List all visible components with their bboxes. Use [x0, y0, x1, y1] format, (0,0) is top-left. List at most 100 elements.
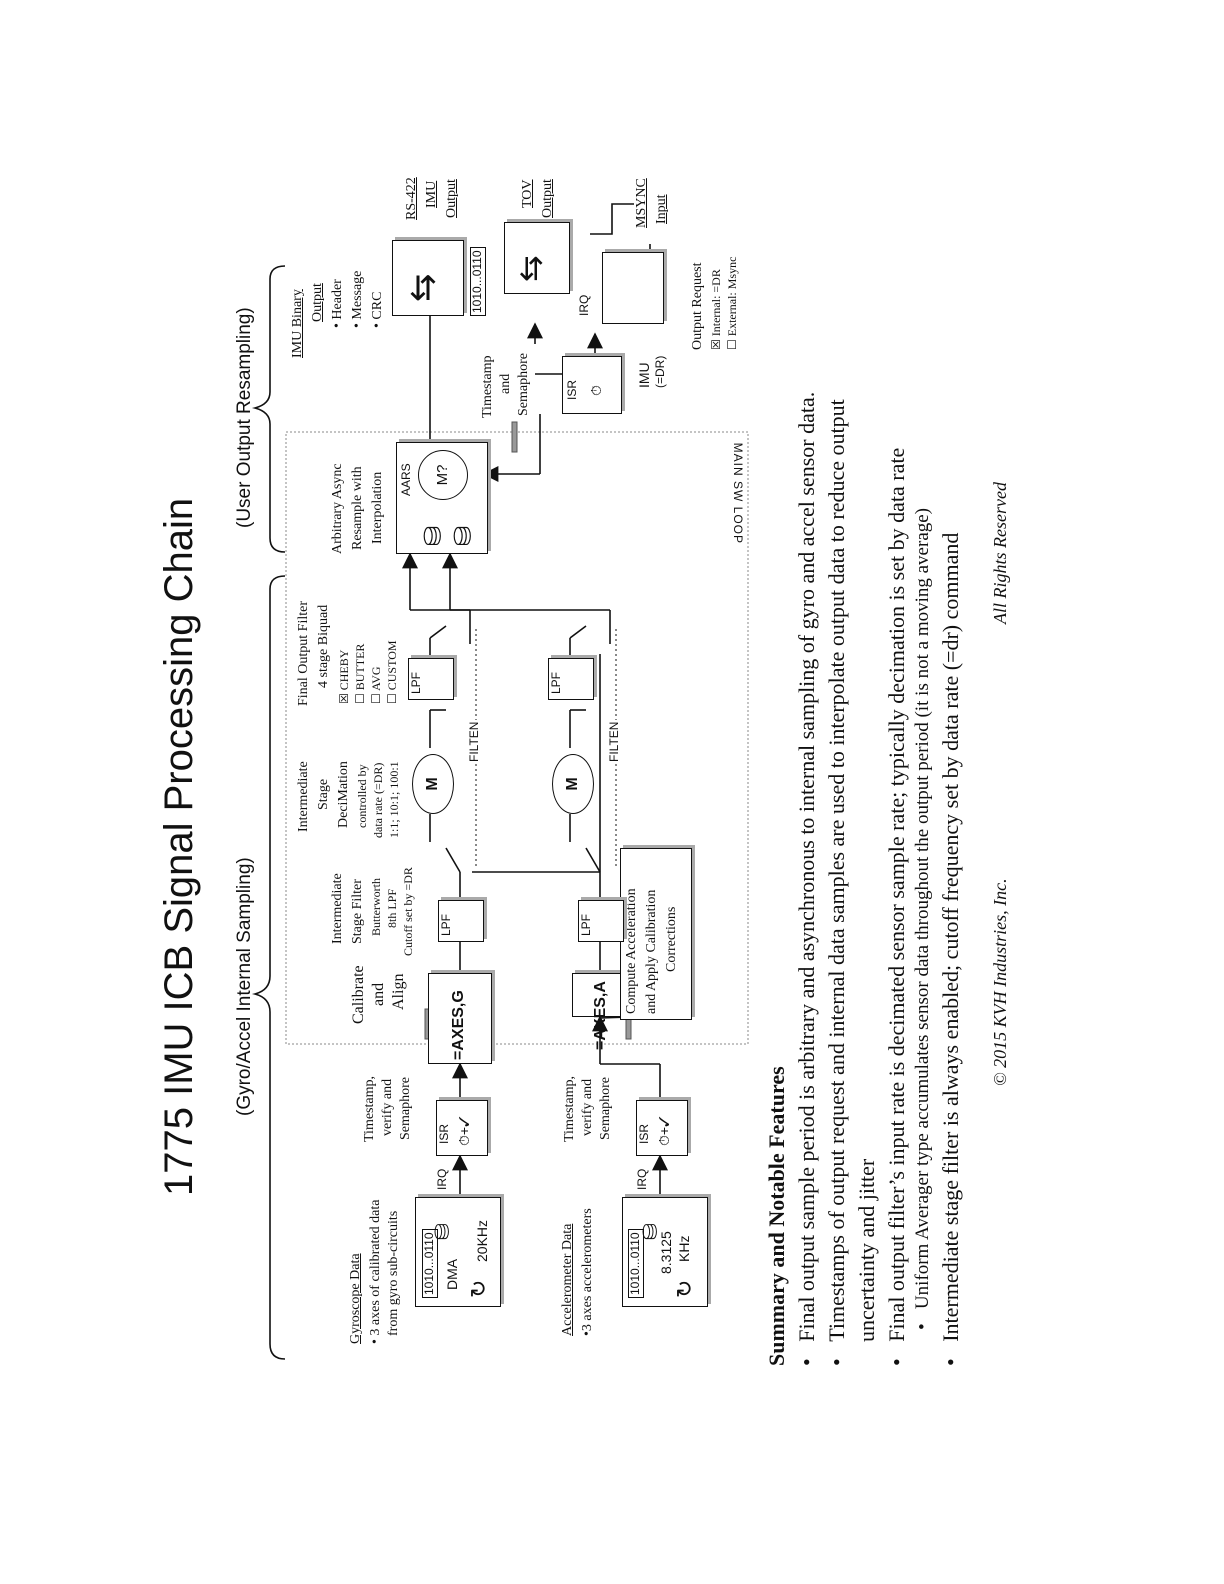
calibrate-line-3: Align	[390, 973, 407, 1010]
timestamp-out-3: Semaphore	[516, 353, 531, 416]
page-title: 1775 IMU ICB Signal Processing Chain	[157, 497, 201, 1196]
brace-internal	[251, 575, 286, 1360]
axes-a-label: =AXES,A	[592, 981, 609, 1050]
section-label-internal: (Gyro/Accel Internal Sampling)	[234, 857, 255, 1116]
irq-out-label: IRQ	[577, 294, 591, 316]
accel-irq-symbol: IRQ	[635, 1168, 649, 1190]
calibrate-line-2: and	[370, 982, 387, 1006]
aars-m-circle: M?	[418, 450, 468, 500]
int-filter-line-3: Butterworth	[369, 878, 383, 936]
aars-buffer-icon-2: ⛁	[450, 525, 477, 546]
final-filter-line-2: 4 stage Biquad	[316, 604, 331, 688]
gyro-desc-2: from gyro sub-circuits	[386, 1210, 401, 1336]
gyro-isr-check-icon: ⏱+✓	[456, 1116, 472, 1146]
aars-caption-3: Interpolation	[370, 471, 385, 544]
gyro-irq-symbol: IRQ	[435, 1168, 449, 1190]
calibrate-line-1: Calibrate	[350, 965, 367, 1024]
main-loop-label: MAIN SW LOOP	[730, 442, 745, 544]
compute-accel-line-1: Compute Acceleration	[624, 888, 639, 1014]
tov-line-2: Output	[540, 179, 555, 218]
footer-copyright: © 2015 KVH Industries, Inc.	[990, 878, 1010, 1086]
aars-buffer-icon: ⛁	[420, 525, 447, 546]
int-filter-line-2: Stage Filter	[350, 879, 365, 944]
accel-timestamp-3: Semaphore	[598, 1077, 613, 1140]
accel-rate-2: KHz	[676, 1235, 692, 1262]
msync-line-2: Input	[654, 194, 669, 224]
decimation-line-4: controlled by	[355, 764, 369, 828]
decimator-accel-circle: M	[552, 754, 594, 814]
filten-gyro-label: FILTEN	[467, 719, 482, 764]
rs422-line-1: RS-422	[404, 177, 419, 220]
accel-memory-icon: ⛁	[640, 1223, 662, 1240]
final-lpf-accel-label: LPF	[549, 671, 563, 694]
final-filter-opt-cheby: ☒ CHEBY	[337, 649, 351, 704]
gyro-timestamp-3: Semaphore	[398, 1077, 413, 1140]
final-filter-opt-custom: ☐ CUSTOM	[385, 640, 399, 704]
tov-driver-icon: ⇆	[512, 255, 548, 282]
summary-bullet-3: • Final output filter’s input rate is de…	[884, 447, 909, 1366]
msync-line-1: MSYNC	[634, 178, 649, 228]
accel-timestamp-1: Timestamp,	[562, 1076, 577, 1142]
footer-rights: All Rights Reserved	[990, 482, 1010, 624]
binary-output-title-2: Output	[310, 283, 325, 322]
final-filter-opt-avg: ☐ AVG	[369, 666, 383, 704]
brace-output	[251, 265, 286, 553]
accel-isr-label: ISR	[637, 1123, 651, 1144]
summary-bullet-2: • Timestamps of output request and inter…	[824, 399, 849, 1366]
binary-output-item-message: • Message	[350, 270, 365, 328]
decimation-line-1: Intermediate	[296, 761, 311, 832]
gyro-timestamp-1: Timestamp,	[362, 1076, 377, 1142]
accel-isr-check-icon: ⏱+✓	[656, 1116, 672, 1146]
final-filter-opt-butter: ☐ BUTTER	[353, 643, 367, 704]
output-request-external: ☐ External: Msync	[725, 256, 739, 350]
decimator-accel-m: M	[564, 777, 581, 791]
decimator-gyro-m: M	[424, 777, 441, 791]
section-label-output: (User Output Resampling)	[234, 307, 255, 528]
isr-out-label: ISR	[565, 379, 579, 400]
summary-title: Summary and Notable Features	[764, 1066, 789, 1366]
summary-bullet-1: • Final output sample period is arbitrar…	[794, 391, 819, 1366]
int-lpf-gyro-label: LPF	[439, 913, 453, 936]
int-filter-line-4: 8th LPF	[385, 888, 399, 928]
msync-switch-block	[602, 252, 664, 324]
final-filter-line-1: Final Output Filter	[296, 601, 311, 706]
imu-dr-1: IMU	[636, 362, 652, 388]
summary-bullet-2-cont: uncertainty and jitter	[854, 1158, 879, 1342]
axes-g-label: =AXES,G	[450, 990, 467, 1060]
accel-timestamp-2: verify and	[580, 1078, 595, 1136]
final-lpf-gyro-label: LPF	[409, 671, 423, 694]
isr-out-timer-icon: ⏱	[588, 385, 604, 396]
rs422-driver-icon: ⇆	[404, 273, 442, 303]
timestamp-out-1: Timestamp	[480, 355, 495, 419]
decimation-line-2: Stage	[316, 778, 331, 810]
binary-output-bits: 1010...0110	[470, 247, 486, 316]
decimation-line-3: DeciMation	[336, 761, 351, 828]
int-filter-line-1: Intermediate	[330, 873, 345, 944]
accel-desc: •3 axes accelerometers	[580, 1208, 595, 1336]
filten-accel-label: FILTEN	[607, 719, 622, 764]
accel-heading: Accelerometer Data	[560, 1223, 575, 1336]
int-lpf-accel-label: LPF	[579, 913, 593, 936]
rs422-line-2: IMU	[424, 180, 439, 208]
compute-accel-line-3: Corrections	[664, 906, 679, 972]
aars-caption-1: Arbitrary Async	[330, 463, 345, 554]
gyro-heading: Gyroscope Data	[348, 1253, 363, 1344]
binary-output-item-crc: • CRC	[370, 291, 385, 328]
imu-dr-2: (=DR)	[653, 355, 667, 388]
gyro-isr-label: ISR	[437, 1123, 451, 1144]
binary-output-item-header: • Header	[330, 279, 345, 328]
output-request-title: Output Request	[690, 262, 705, 351]
decimator-gyro-circle: M	[412, 754, 454, 814]
compute-accel-line-2: and Apply Calibration	[644, 889, 659, 1014]
int-filter-line-5: Cutoff set by =DR	[401, 867, 415, 956]
accel-refresh-icon: ↻	[672, 1279, 697, 1298]
aars-m: M?	[434, 464, 451, 486]
decimation-line-6: 1:1; 10:1; 100:1	[387, 761, 401, 838]
main-sw-loop-frame	[285, 431, 749, 1045]
aars-label: AARS	[399, 463, 413, 496]
aars-caption-2: Resample with	[350, 466, 365, 550]
output-request-internal: ☒ Internal: =DR	[709, 269, 723, 350]
gyro-refresh-icon: ↻	[466, 1279, 491, 1298]
